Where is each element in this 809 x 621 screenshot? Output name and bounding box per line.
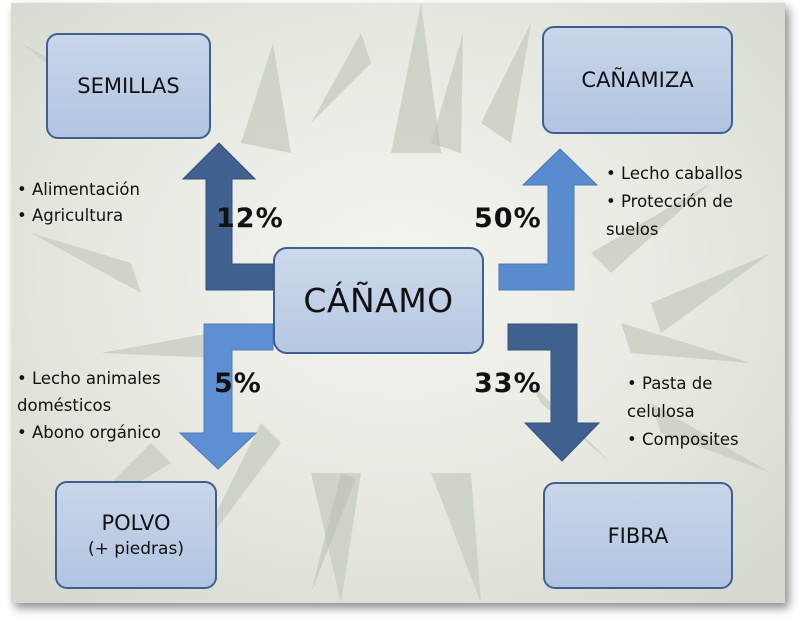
polvo-subtitle: (+ piedras) [88, 539, 184, 559]
canamo-center-box: CÁÑAMO [273, 247, 484, 354]
semillas-title: SEMILLAS [77, 74, 180, 98]
list-item: Lecho animales domésticos [17, 365, 197, 419]
fibra-uses-list: Pasta de celulosa Composites [627, 370, 782, 454]
arrow-to-polvo [178, 323, 274, 470]
arrow-to-semillas [181, 142, 274, 291]
list-item: Agricultura [17, 203, 207, 229]
polvo-title: POLVO [101, 511, 171, 535]
arrow-to-canamiza [498, 148, 599, 291]
canamiza-box: CAÑAMIZA [542, 26, 733, 134]
list-item: Abono orgánico [17, 419, 197, 446]
center-title: CÁÑAMO [303, 280, 454, 320]
fibra-box: FIBRA [543, 482, 733, 589]
polvo-percent: 5% [214, 368, 262, 399]
diagram-stage: SEMILLAS CAÑAMIZA POLVO (+ piedras) FIBR… [11, 3, 785, 603]
canamiza-uses-list: Lecho caballos Protección de suelos [606, 160, 781, 244]
list-item: Alimentación [17, 177, 207, 203]
flow-arrows [178, 142, 601, 470]
canamiza-percent: 50% [474, 203, 542, 234]
list-item: Lecho caballos [606, 160, 781, 188]
arrow-to-fibra [507, 323, 601, 462]
fibra-title: FIBRA [607, 523, 669, 548]
semillas-box: SEMILLAS [46, 33, 211, 139]
semillas-percent: 12% [216, 203, 284, 234]
polvo-uses-list: Lecho animales domésticos Abono orgánico [17, 365, 197, 446]
list-item: Pasta de celulosa [627, 370, 782, 426]
list-item: Composites [627, 426, 782, 454]
semillas-uses-list: Alimentación Agricultura [17, 177, 207, 229]
canamiza-title: CAÑAMIZA [581, 68, 694, 92]
polvo-box: POLVO (+ piedras) [55, 481, 217, 589]
fibra-percent: 33% [474, 368, 542, 399]
list-item: Protección de suelos [606, 188, 781, 244]
